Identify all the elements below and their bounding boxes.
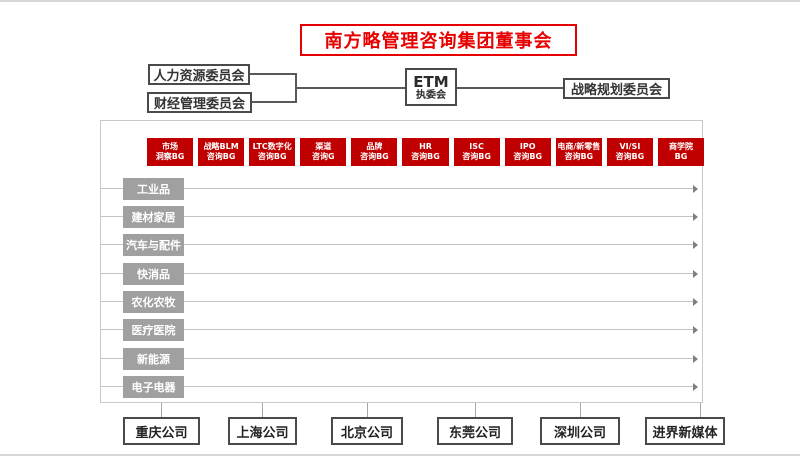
company-shenzhen: 深圳公司: [540, 417, 620, 445]
industry-row: 新能源: [101, 348, 702, 370]
arrow-right-icon: [693, 383, 698, 391]
row-line: [101, 273, 696, 274]
industry-medical: 医疗医院: [123, 319, 184, 341]
company-jinjie-new-media: 进界新媒体: [645, 417, 725, 445]
row-line: [101, 329, 696, 330]
arrow-right-icon: [693, 213, 698, 221]
row-line: [101, 244, 696, 245]
industry-row: 快消品: [101, 263, 702, 285]
connector-etm-to-strategy: [457, 87, 563, 89]
connector-left-vertical: [295, 73, 297, 103]
industry-row: 建材家居: [101, 206, 702, 228]
industry-row: 农化农牧: [101, 291, 702, 313]
industry-row: 汽车与配件: [101, 234, 702, 256]
committee-etm: ETM 执委会: [405, 68, 457, 106]
industry-row: 医疗医院: [101, 319, 702, 341]
slide-bottom-edge: [0, 454, 800, 456]
arrow-right-icon: [693, 326, 698, 334]
connector-finance-stub: [252, 101, 297, 103]
page-title: 南方略管理咨询集团董事会: [300, 24, 577, 56]
industry-industrial: 工业品: [123, 178, 184, 200]
company-shanghai: 上海公司: [228, 417, 297, 445]
slide-top-edge: [0, 0, 800, 2]
bg-unit-channel: 渠道咨询G: [300, 138, 347, 166]
committee-strategic-planning: 战略规划委员会: [563, 78, 670, 99]
row-line: [101, 216, 696, 217]
arrow-right-icon: [693, 270, 698, 278]
company-beijing: 北京公司: [331, 417, 403, 445]
arrow-right-icon: [693, 355, 698, 363]
industry-agriculture: 农化农牧: [123, 291, 184, 313]
connector-company: [580, 403, 581, 418]
connector-hr-stub: [250, 73, 297, 75]
company-chongqing: 重庆公司: [123, 417, 200, 445]
company-dongguan: 东莞公司: [437, 417, 513, 445]
etm-title: ETM: [413, 72, 449, 91]
row-line: [101, 358, 696, 359]
connector-company: [700, 403, 701, 418]
row-line: [101, 301, 696, 302]
etm-subtitle: 执委会: [416, 89, 446, 101]
connector-company: [262, 403, 263, 418]
industry-auto-parts: 汽车与配件: [123, 234, 184, 256]
connector-company: [475, 403, 476, 418]
arrow-right-icon: [693, 241, 698, 249]
bg-unit-ecommerce: 电商/新零售咨询BG: [555, 138, 602, 166]
industry-row: 工业品: [101, 178, 702, 200]
industry-building-materials: 建材家居: [123, 206, 184, 228]
industry-electronics: 电子电器: [123, 376, 184, 398]
industry-new-energy: 新能源: [123, 348, 184, 370]
arrow-right-icon: [693, 185, 698, 193]
bg-unit-market-insight: 市场洞察BG: [147, 138, 194, 166]
connector-left-to-etm: [297, 87, 405, 89]
row-line: [101, 188, 696, 189]
committee-finance: 财经管理委员会: [147, 92, 252, 113]
bg-unit-brand: 品牌咨询BG: [351, 138, 398, 166]
connector-company: [161, 403, 162, 418]
arrow-right-icon: [693, 298, 698, 306]
industry-row: 电子电器: [101, 376, 702, 398]
committee-human-resources: 人力资源委员会: [148, 64, 250, 85]
connector-company: [367, 403, 368, 418]
bg-unit-ltc-digital: LTC数字化咨询BG: [249, 138, 296, 166]
row-line: [101, 386, 696, 387]
industry-fmcg: 快消品: [123, 263, 184, 285]
